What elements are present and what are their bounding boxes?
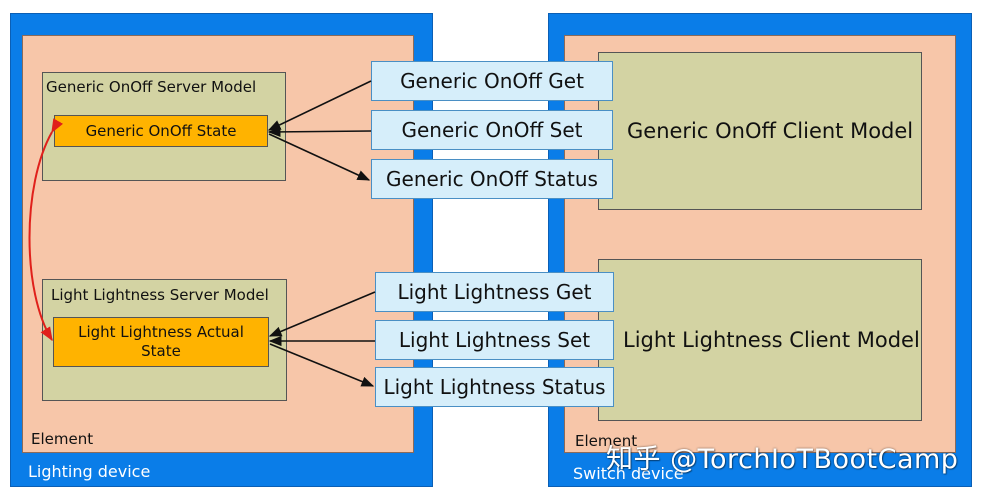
msg-generic-onoff-status: Generic OnOff Status [371,159,613,199]
switch-device-label: Switch device [573,464,684,483]
arrow-generic-status [268,133,371,181]
generic-onoff-server-model-title: Generic OnOff Server Model [46,78,257,96]
msg-light-lightness-set: Light Lightness Set [375,320,614,360]
arrow-generic-get [267,80,372,131]
arrow-generic-set [267,126,372,138]
msg-generic-onoff-get: Generic OnOff Get [371,61,613,101]
watermark: 知乎 @TorchIoTBootCamp [606,444,959,475]
arrow-lightness-get [268,291,376,337]
light-lightness-client-model: Light Lightness Client Model [598,259,922,421]
msg-light-lightness-get: Light Lightness Get [375,272,614,312]
light-lightness-server-model-title: Light Lightness Server Model [51,286,269,304]
light-lightness-actual-state: Light Lightness Actual State [53,317,269,367]
arrow-lightness-status [269,343,375,387]
switch-element-label: Element [575,432,638,450]
lighting-device-label: Lighting device [28,462,151,481]
lighting-element-label: Element [31,430,94,448]
msg-light-lightness-status: Light Lightness Status [375,367,614,407]
state-binding-arrow [28,118,64,342]
msg-generic-onoff-set: Generic OnOff Set [371,110,613,150]
generic-onoff-state: Generic OnOff State [54,115,268,147]
